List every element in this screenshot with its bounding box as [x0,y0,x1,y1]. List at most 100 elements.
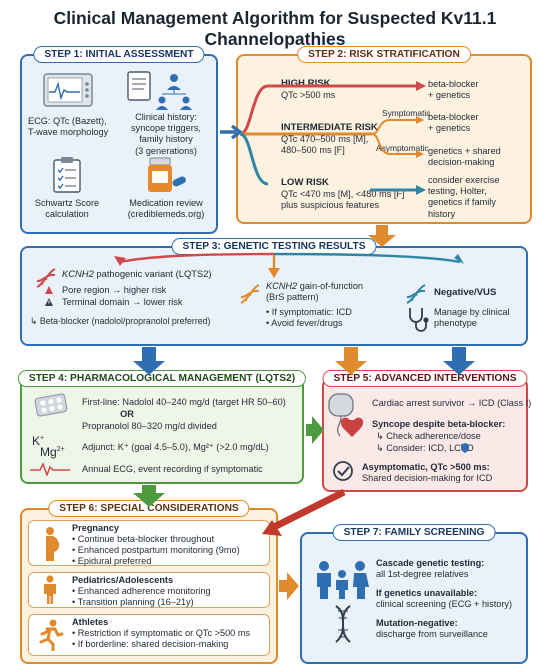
electrolyte-icon: K+ Mg2+ [32,434,65,459]
mutation-negative: Mutation-negative: discharge from survei… [376,618,488,640]
manage-by-phenotype: Manage by clinical phenotype [434,307,510,329]
high-risk-criteria: QTc >500 ms [281,90,336,100]
icd-device-icon [328,393,364,437]
history-line3: family history [139,134,193,145]
history-line2: syncope triggers, [131,123,201,134]
preg-bullet1: • Continue beta-blocker throughout [72,534,215,544]
history-line1: Clinical history: [135,112,197,122]
asym-icd-line2: Shared decision-making for ICD [362,473,493,484]
arrowhead-negative [454,254,464,264]
step5-panel: STEP 5: ADVANCED INTERVENTIONS [322,370,528,492]
branch-negative [273,252,461,264]
check-adherence-text: ↳ Check adherence/dose [376,431,481,441]
arrest-survivor-text: Cardiac arrest survivor → ICD (Class I) [372,398,532,408]
ped-bullet1: • Enhanced adherence monitoring [72,586,211,596]
adjunct-text: Adjunct: K⁺ (goal 4.5–5.0), Mg²⁺ (>2.0 m… [82,442,269,452]
ecg-monitor-icon [43,73,93,107]
clipboard-icon [53,157,81,193]
asymptomatic-action: genetics + shared decision-making [428,146,501,168]
arrowhead-symptomatic [416,116,424,124]
gene-name-a: KCNH2 [62,268,94,279]
low-crit-line1: QTc <470 ms [M], <480 ms [F] [281,189,405,199]
cascade-testing: Cascade genetic testing: all 1st-degree … [376,558,484,580]
child-icon [44,575,56,604]
int-crit-line1: QTc 470–500 ms [M], [281,134,369,144]
magnesium-symbol: Mg [40,445,57,459]
runner-icon [39,619,64,651]
asym-icd-line1: Asymptomatic, QTc >500 ms: [362,462,490,472]
dna-icon-orange [240,284,260,304]
beta-blocker-recommendation: ↳ Beta-blocker (nadolol/propranolol pref… [30,316,211,326]
negative-vus-title: Negative/VUS [434,287,497,298]
arrow-step4-to-step6 [133,485,165,507]
athletes-box [28,614,270,656]
arrow-step3-to-step4 [133,347,165,375]
pathogenic-variant-title: KCNH2 pathogenic variant (LQTS2) [62,268,212,279]
arrow-step3-to-step5-b [443,347,475,375]
low-risk-criteria: QTc <470 ms [M], <480 ms [F] plus suspic… [281,189,405,211]
step4-title: STEP 4: PHARMACOLOGICAL MANAGEMENT (LQTS… [17,370,307,387]
phenotype-line2: phenotype [434,318,477,329]
arrowhead-gof [268,268,280,278]
pathogenic-variant-label: pathogenic variant (LQTS2) [93,268,212,279]
heartbeat-icon [30,462,70,476]
arrowhead-pathogenic [114,256,126,266]
athletes-bullets: • Restriction if symptomatic or QTc >500… [72,628,250,650]
asym-action-line2: decision-making [428,157,495,168]
stethoscope-icon [409,308,429,332]
pediatrics-box [28,572,270,608]
preg-bullet3: • Epidural preferred [72,556,152,567]
int-crit-line2: 480–500 ms [F] [281,145,345,156]
low-action-line3: genetics if family [428,197,496,208]
gof-bullet1: • If symptomatic: ICD [266,307,352,317]
clinical-history-icon [127,71,192,110]
checkmark-circle-icon [333,461,353,481]
arrowhead-asymptomatic [416,150,424,158]
low-risk-label: LOW RISK [281,177,329,188]
sym-action-line1: beta-blocker [428,112,479,122]
pregnancy-icon [46,527,60,561]
medication-text: Medication review (crediblemeds.org) [118,198,214,220]
arrow-step5-to-step6 [270,488,346,532]
high-risk-action: beta-blocker + genetics [428,79,479,101]
warning-icon [45,298,53,306]
ath-bullet1: • Restriction if symptomatic or QTc >500… [72,628,251,638]
gain-of-function-title: KCNH2 gain-of-function (BrS pattern) [266,281,363,303]
unavailable-detail: clinical screening (ECG + history) [376,599,513,610]
arrowhead-step5-to-step6 [262,520,282,536]
low-action-line1: consider exercise [428,175,500,185]
sym-action-line2: + genetics [428,123,471,134]
history-line4: (3 generations) [135,145,197,156]
ecg-line2: T-wave morphology [28,127,109,138]
schwartz-line2: calculation [45,209,89,220]
negative-title: Mutation-negative: [376,618,458,628]
syncope-title: Syncope despite beta-blocker: [372,419,506,429]
terminal-domain-text: Terminal domain → lower risk [62,297,183,307]
page-title: Clinical Management Algorithm for Suspec… [53,8,497,49]
schwartz-line1: Schwartz Score [34,198,100,208]
branch-symptomatic [371,119,420,135]
cascade-title: Cascade genetic testing: [376,558,485,568]
arrow-step1-to-step2 [220,124,243,140]
asymptomatic-label: Asymptomatic [376,143,429,153]
annual-ecg-text: Annual ECG, event recording if symptomat… [82,464,263,474]
ecg-line1: ECG: QTc (Bazett), [28,116,107,126]
step2-title: STEP 2: RISK STRATIFICATION [297,46,471,63]
asymptomatic-icd-text: Asymptomatic, QTc >500 ms: Shared decisi… [362,462,492,484]
high-action-line2: + genetics [428,90,471,101]
arrow-step2-to-step3 [368,225,396,247]
genetics-unavailable: If genetics unavailable: clinical screen… [376,588,512,610]
dna-icon-teal [406,284,426,304]
asym-action-line1: genetics + shared [428,146,501,156]
symptomatic-label: Symptomatic [382,108,431,118]
intermediate-risk-label: INTERMEDIATE RISK [281,122,378,133]
shield-icon [461,443,469,453]
pregnancy-box [28,520,270,566]
gof-bullet2: • Avoid fever/drugs [266,318,343,329]
pediatrics-title: Pediatrics/Adolescents [72,575,174,585]
pill-pack-icon [34,393,68,417]
gain-of-function-label: gain-of-function [297,281,364,291]
step4-panel: STEP 4: PHARMACOLOGICAL MANAGEMENT (LQTS… [17,370,307,484]
consider-icd-text: ↳ Consider: ICD, LCSD [376,443,474,453]
